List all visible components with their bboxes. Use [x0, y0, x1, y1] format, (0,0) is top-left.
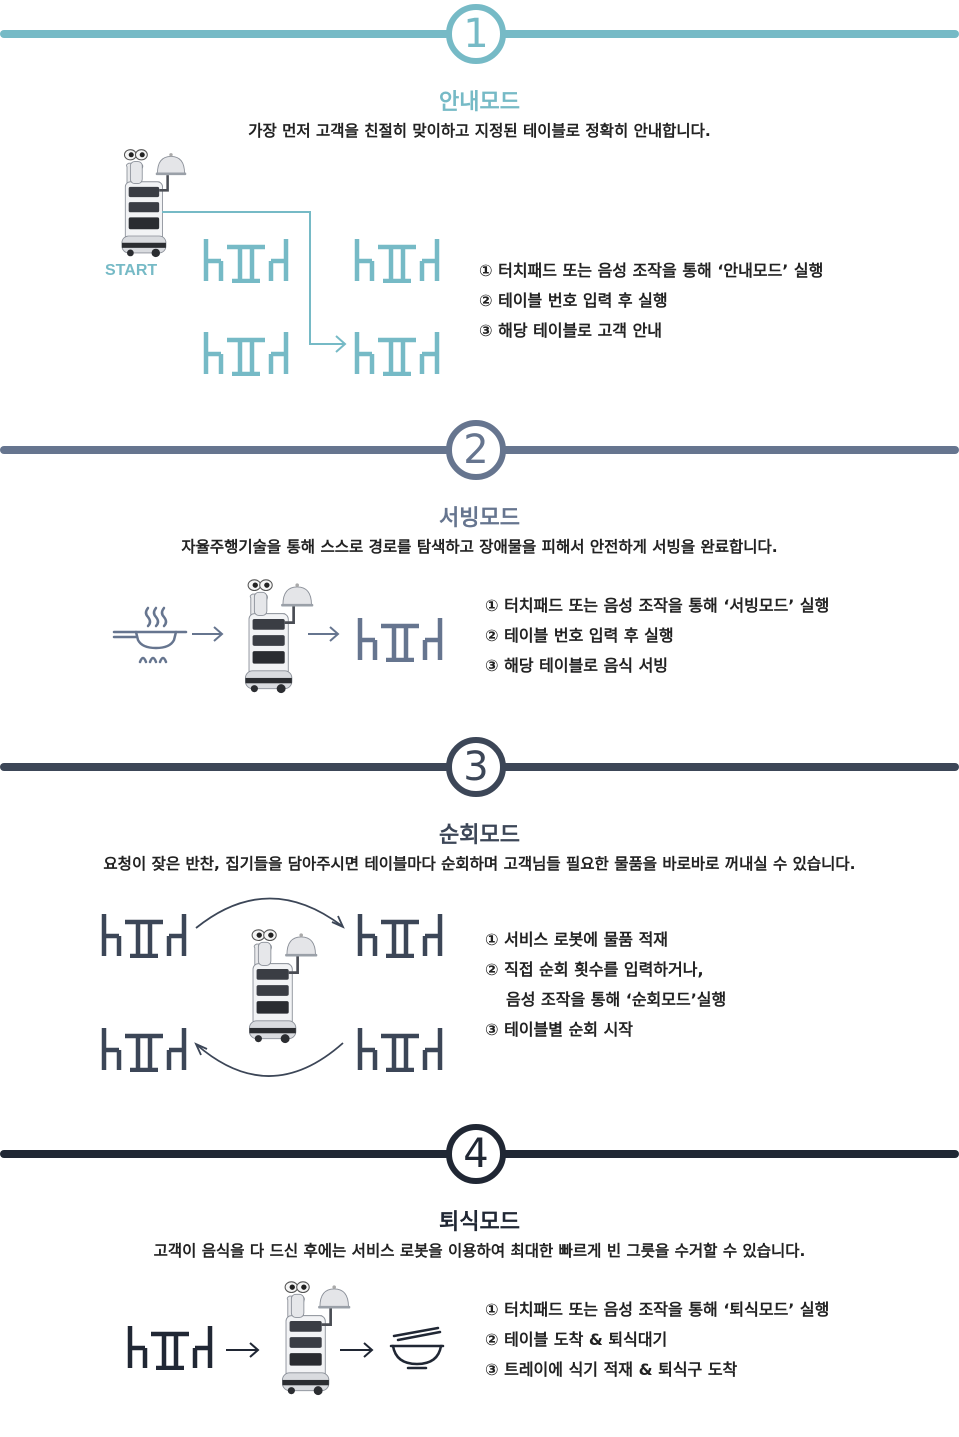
mode-section-patrol: 3 순회모드 요청이 잦은 반찬, 집기들을 담아주시면 테이블마다 순회하며 … [0, 737, 959, 1077]
step-item: ③ 해당 테이블로 음식 서빙 [485, 656, 669, 675]
section-title: 퇴식모드 [439, 1210, 520, 1235]
step-list: ① 터치패드 또는 음성 조작을 통해 ‘서빙모드’ 실행 ② 테이블 번호 입… [485, 591, 829, 681]
arrow-right-icon [226, 1342, 260, 1358]
start-label: START [105, 262, 158, 279]
serving-robot-icon [280, 1280, 352, 1396]
step-item: ② 테이블 도착 & 퇴식대기 [485, 1330, 668, 1349]
step-item: ② 직접 순회 횟수를 입력하거나, [485, 960, 704, 979]
arrow-right-icon [340, 1342, 374, 1358]
step-item: ① 터치패드 또는 음성 조작을 통해 ‘안내모드’ 실행 [479, 261, 824, 280]
section-description: 가장 먼저 고객을 친절히 맞이하고 지정된 테이블로 정확히 안내합니다. [248, 122, 711, 140]
step-list: ① 서비스 로봇에 물품 적재 ② 직접 순회 횟수를 입력하거나, 음성 조작… [485, 925, 726, 1045]
step-item: ② 테이블 번호 입력 후 실행 [485, 626, 674, 645]
step-item: 음성 조작을 통해 ‘순회모드’실행 [506, 990, 727, 1009]
step-item: ① 터치패드 또는 음성 조작을 통해 ‘서빙모드’ 실행 [485, 596, 830, 615]
section-description: 자율주행기술을 통해 스스로 경로를 탐색하고 장애물을 피해서 안전하게 서빙… [181, 538, 778, 556]
step-item: ③ 해당 테이블로 고객 안내 [479, 321, 663, 340]
step-item: ① 터치패드 또는 음성 조작을 통해 ‘퇴식모드’ 실행 [485, 1300, 830, 1319]
arrow-right-icon [308, 626, 340, 642]
section-description: 요청이 잦은 반찬, 집기들을 담아주시면 테이블마다 순회하며 고객님들 필요… [103, 855, 856, 873]
empty-bowl-icon [389, 1326, 445, 1370]
step-list: ① 터치패드 또는 음성 조작을 통해 ‘퇴식모드’ 실행 ② 테이블 도착 &… [485, 1295, 829, 1385]
table-with-chairs-icon [124, 1322, 216, 1370]
mode-section-guide: 1 안내모드 가장 먼저 고객을 친절히 맞이하고 지정된 테이블로 정확히 안… [0, 0, 959, 410]
section-number-badge: 1 [446, 4, 506, 64]
step-item: ③ 트레이에 식기 적재 & 퇴식구 도착 [485, 1360, 738, 1379]
step-item: ③ 테이블별 순회 시작 [485, 1020, 634, 1039]
section-number-badge: 3 [446, 737, 506, 797]
section-title: 안내모드 [439, 90, 520, 115]
section-number-badge: 2 [446, 420, 506, 480]
section-title: 서빙모드 [439, 506, 520, 531]
step-item: ② 테이블 번호 입력 후 실행 [479, 291, 668, 310]
patrol-route-arrows [194, 897, 345, 1077]
step-item: ① 서비스 로봇에 물품 적재 [485, 930, 669, 949]
section-number-badge: 4 [446, 1124, 506, 1184]
frying-pan-on-stove-icon [112, 606, 188, 664]
route-path [162, 211, 347, 353]
mode-section-serving: 2 서빙모드 자율주행기술을 통해 스스로 경로를 탐색하고 장애물을 피해서 … [0, 420, 959, 694]
step-list: ① 터치패드 또는 음성 조작을 통해 ‘안내모드’ 실행 ② 테이블 번호 입… [479, 256, 823, 346]
arrow-right-icon [192, 626, 224, 642]
section-title: 순회모드 [439, 823, 520, 848]
section-description: 고객이 음식을 다 드신 후에는 서비스 로봇을 이용하여 최대한 빠르게 빈 … [153, 1242, 806, 1260]
